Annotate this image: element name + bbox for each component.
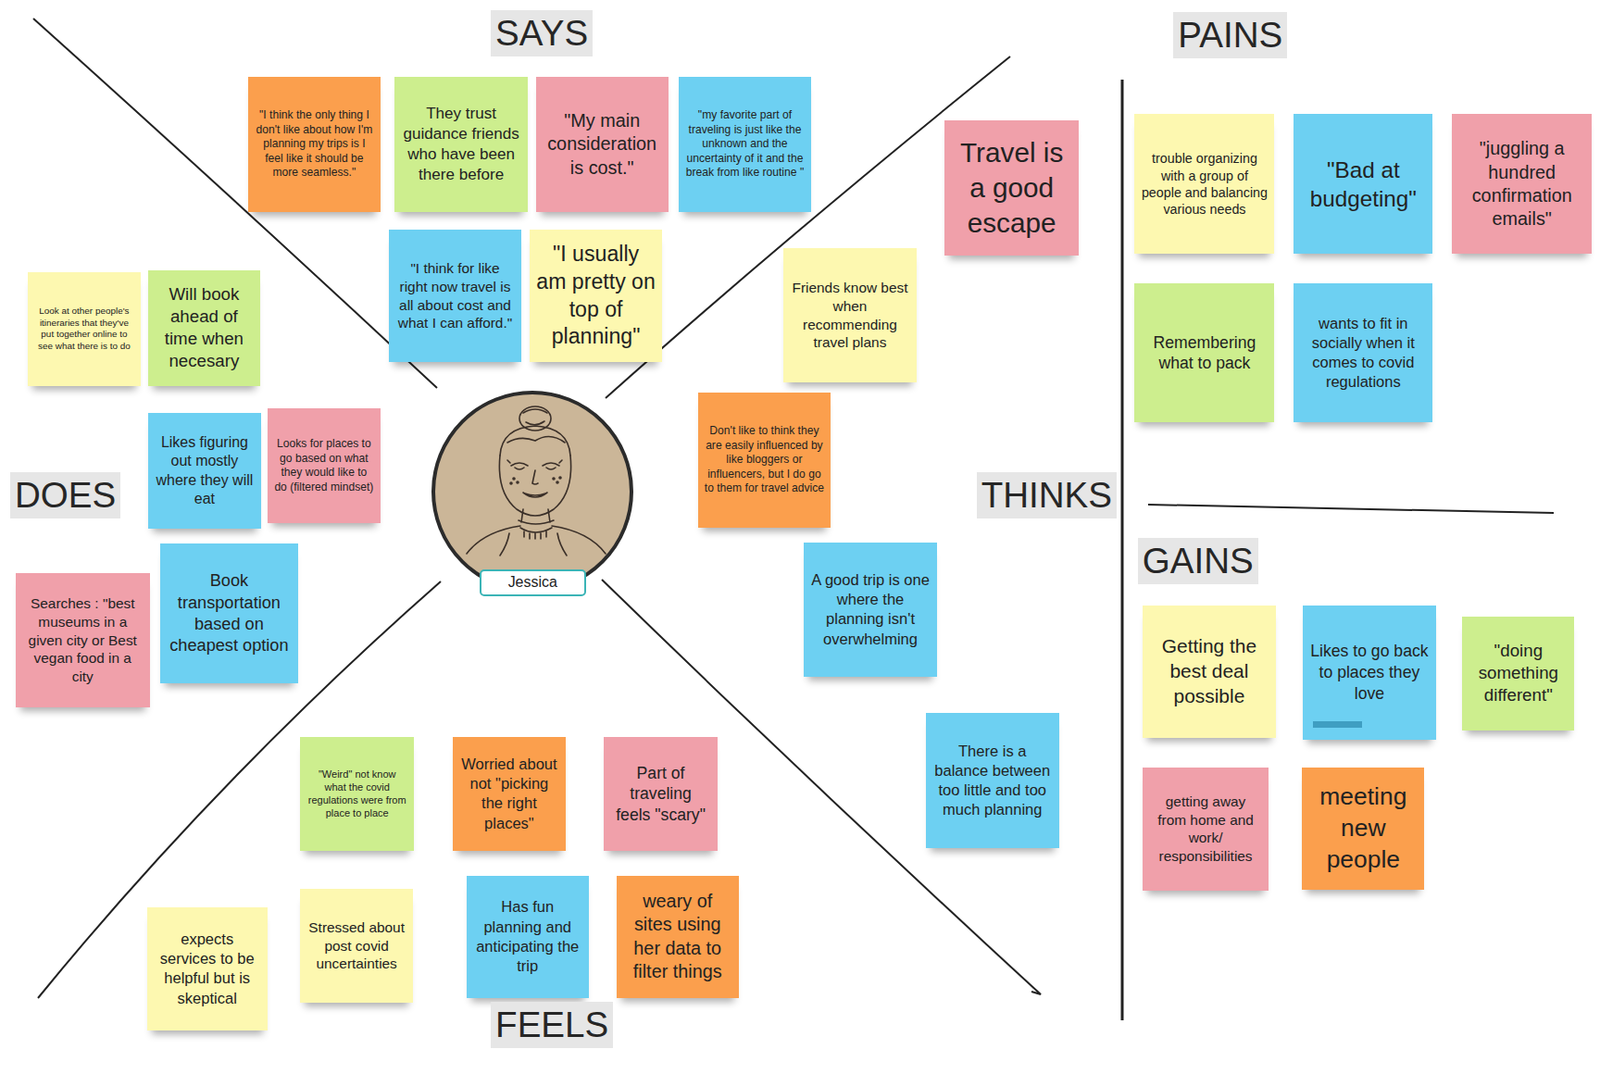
sticky-note: meeting new people [1301, 767, 1425, 890]
note-text: "doing something different" [1468, 639, 1568, 707]
note-text: wants to fit in socially when it comes t… [1300, 313, 1426, 393]
sticky-note: Look at other people's itineraries that … [27, 272, 141, 386]
sticky-note: Will book ahead of time when necesary [148, 270, 261, 387]
sticky-note: Book transportation based on cheapest op… [160, 543, 299, 684]
note-text: Has fun planning and anticipating the tr… [473, 897, 583, 976]
section-heading: FEELS [490, 1001, 613, 1049]
sticky-note: Travel is a good escape [944, 120, 1078, 255]
sticky-note: Looks for places to go based on what the… [267, 408, 381, 525]
sticky-note: Remembering what to pack [1134, 283, 1275, 423]
sticky-note: "Bad at budgeting" [1293, 113, 1433, 254]
persona-avatar [433, 392, 632, 591]
section-heading: SAYS [490, 10, 593, 57]
note-text: Will book ahead of time when necesary [154, 283, 254, 373]
quadrant-line [33, 18, 438, 388]
sticky-note: "My main consideration is cost." [536, 76, 669, 213]
sticky-note: "my favorite part of traveling is just l… [678, 76, 812, 213]
note-text: Worried about not "picking the right pla… [459, 754, 559, 834]
note-text: Remembering what to pack [1140, 332, 1268, 375]
sticky-note: "I think for like right now travel is al… [388, 229, 522, 363]
sticky-note: "juggling a hundred confirmation emails" [1451, 113, 1592, 254]
sticky-note: Searches : "best museums in a given city… [15, 573, 150, 707]
note-text: "I usually am pretty on top of planning" [536, 240, 656, 350]
persona-name-tag: Jessica [479, 569, 587, 597]
sticky-note: Don't like to think they are easily infl… [698, 392, 831, 527]
note-text: Getting the best deal possible [1149, 634, 1269, 709]
sticky-note: Has fun planning and anticipating the tr… [466, 875, 589, 999]
note-text: Looks for places to go based on what the… [274, 437, 375, 495]
note-text: Searches : "best museums in a given city… [22, 594, 144, 687]
note-text: "juggling a hundred confirmation emails" [1458, 137, 1586, 232]
note-text: Friends know best when recommending trav… [789, 278, 910, 352]
sticky-note: They trust guidance friends who have bee… [394, 76, 527, 213]
sticky-note: "I think the only thing I don't like abo… [248, 76, 381, 213]
note-text: Likes figuring out mostly where they wil… [154, 433, 255, 510]
section-heading: PAINS [1173, 12, 1288, 59]
note-text: Travel is a good escape [950, 135, 1072, 241]
sticky-note: "I usually am pretty on top of planning" [529, 229, 663, 363]
sticky-note: A good trip is one where the planning is… [803, 542, 937, 676]
section-heading: DOES [10, 472, 121, 519]
avatar-sketch [466, 406, 606, 556]
sticky-note: trouble organizing with a group of peopl… [1134, 113, 1275, 254]
sticky-note: wants to fit in socially when it comes t… [1293, 283, 1433, 423]
sticky-note: Part of traveling feels "scary" [603, 737, 717, 851]
sticky-note: getting away from home and work/ respons… [1142, 767, 1269, 891]
note-text: A good trip is one where the planning is… [810, 570, 930, 650]
note-text: Look at other people's itineraries that … [34, 305, 135, 353]
note-text: "My main consideration is cost." [542, 109, 663, 180]
section-heading: GAINS [1137, 537, 1259, 585]
note-text: "my favorite part of traveling is just l… [685, 108, 805, 181]
note-text: trouble organizing with a group of peopl… [1140, 150, 1268, 218]
note-text: Don't like to think they are easily infl… [704, 424, 825, 497]
sticky-note: Likes figuring out mostly where they wil… [148, 412, 262, 529]
sticky-note: Stressed about post covid uncertainties [300, 888, 413, 1003]
sticky-note: Getting the best deal possible [1142, 605, 1275, 738]
note-text: Likes to go back to places they love [1309, 640, 1429, 704]
note-text: Stressed about post covid uncertainties [306, 918, 407, 974]
divider-line [1121, 79, 1125, 1021]
note-text: weary of sites using her data to filter … [623, 889, 733, 985]
note-text: "Weird" not know what the covid regulati… [306, 767, 408, 820]
note-text: expects services to be helpful but is sk… [153, 929, 262, 1009]
sticky-note: Worried about not "picking the right pla… [452, 737, 565, 851]
sticky-note: weary of sites using her data to filter … [616, 875, 739, 999]
note-text: Book transportation based on cheapest op… [166, 570, 292, 657]
sticky-note: Friends know best when recommending trav… [783, 248, 916, 383]
note-text: "I think for like right now travel is al… [395, 259, 515, 333]
note-text: They trust guidance friends who have bee… [400, 103, 521, 185]
section-heading: THINKS [976, 472, 1117, 519]
note-text: "Bad at budgeting" [1300, 155, 1426, 213]
note-text: Part of traveling feels "scary" [610, 762, 711, 826]
sticky-note: Likes to go back to places they love [1302, 605, 1436, 740]
sticky-note: "Weird" not know what the covid regulati… [300, 737, 414, 851]
note-text: getting away from home and work/ respons… [1149, 792, 1263, 866]
sticky-note: There is a balance between too little an… [925, 712, 1060, 848]
note-text: "I think the only thing I don't like abo… [254, 108, 375, 181]
sticky-note: "doing something different" [1462, 616, 1575, 731]
note-text: meeting new people [1308, 781, 1418, 876]
avatar-circle [433, 392, 632, 591]
note-text: There is a balance between too little an… [932, 741, 1053, 821]
note-text: Jessica [483, 573, 583, 592]
note-mark [1312, 721, 1363, 728]
sticky-note: expects services to be helpful but is sk… [147, 907, 268, 1031]
divider-line [1148, 504, 1554, 513]
